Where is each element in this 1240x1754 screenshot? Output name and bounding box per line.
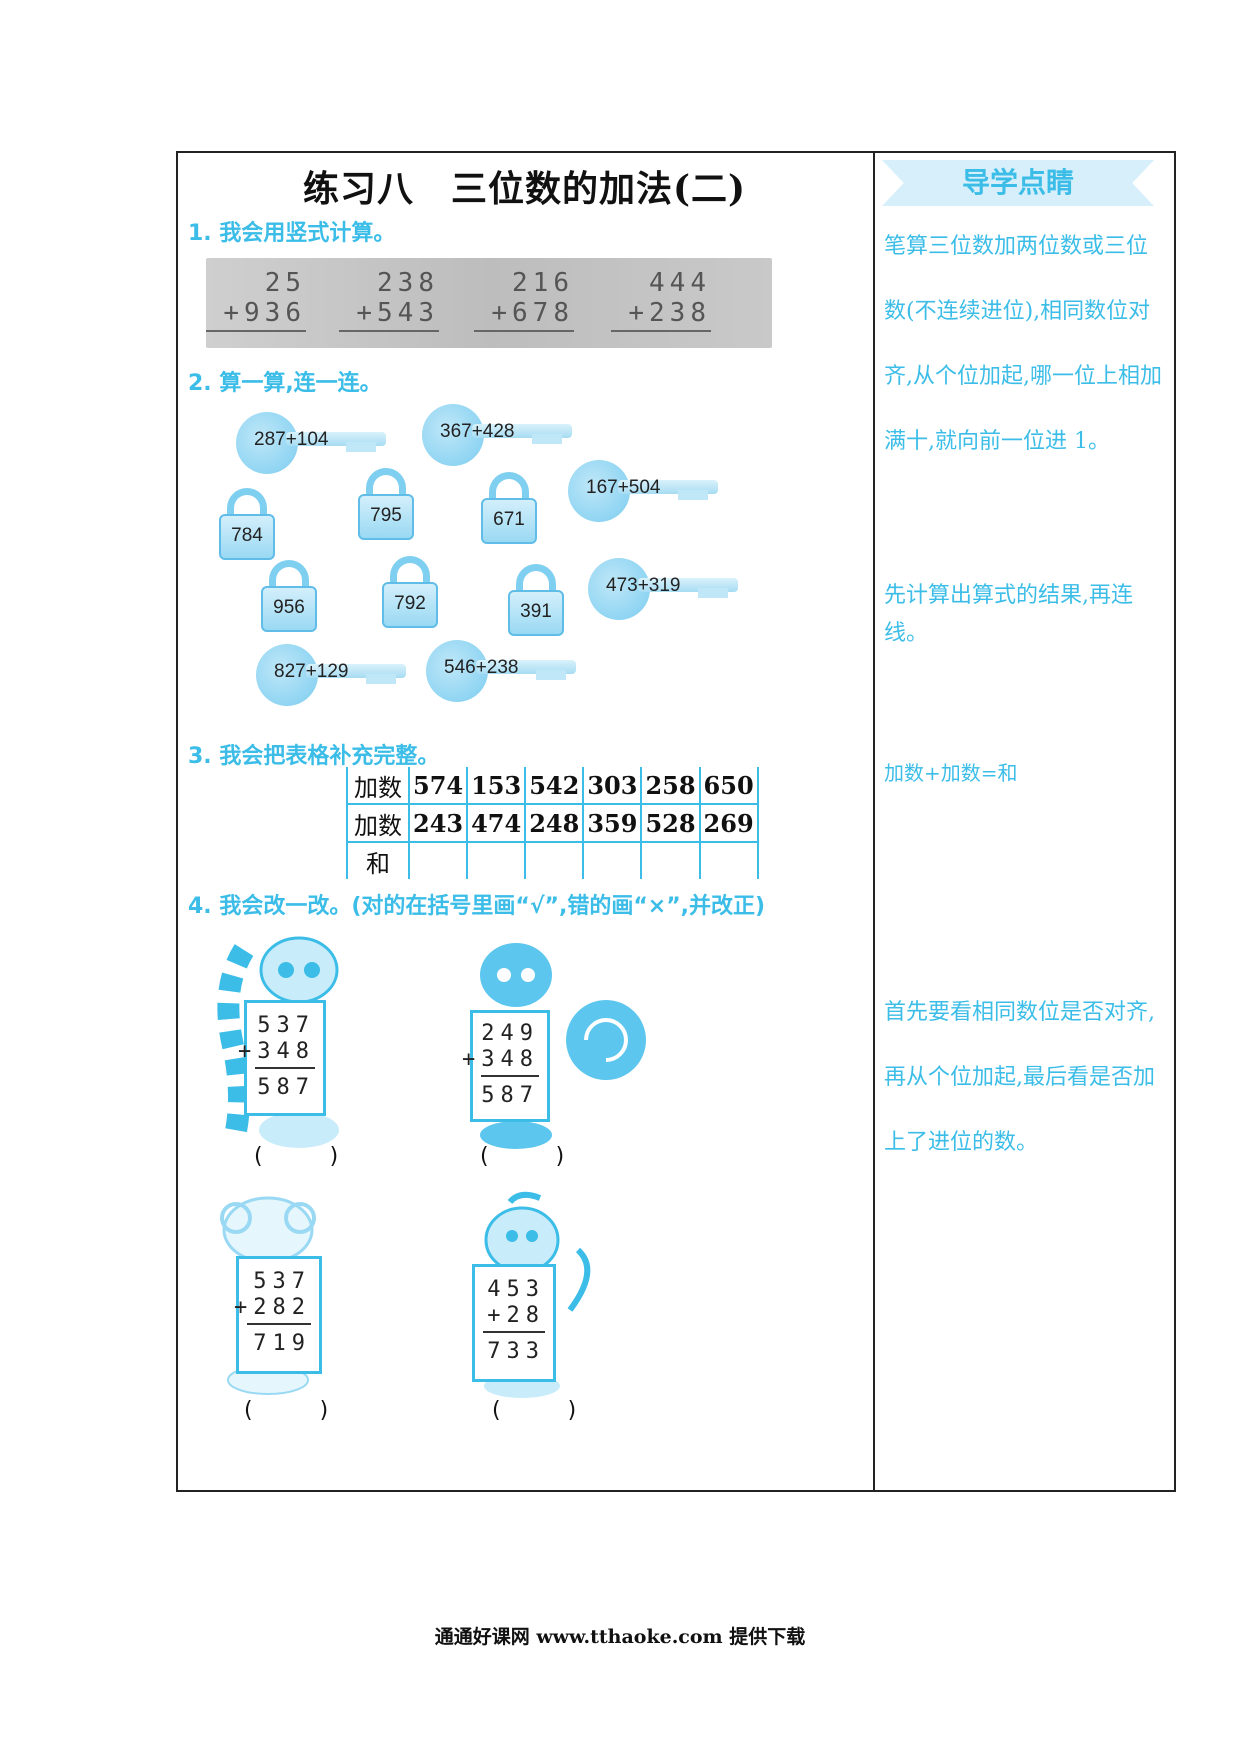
sum-answer-cell[interactable] — [698, 842, 759, 879]
q4-p3-s: 719 — [253, 1331, 311, 1356]
q1-heading: 1. 我会用竖式计算。 — [188, 221, 396, 246]
lock-6-label: 391 — [508, 590, 564, 636]
key-4[interactable]: 473+319 — [588, 558, 738, 620]
tip-banner-title: 导学点睛 — [961, 166, 1074, 199]
q4-p1-a: 537 — [257, 1013, 315, 1038]
key-6[interactable]: 546+238 — [426, 640, 576, 702]
q1-problem-1: 25 +936 — [206, 268, 306, 332]
table-cell: 542 — [524, 767, 584, 805]
table-cell: 258 — [640, 767, 700, 805]
key-2-label: 367+428 — [440, 421, 515, 442]
lock-6[interactable]: 391 — [508, 564, 564, 636]
page-title: 练习八 三位数的加法(二) — [302, 168, 747, 210]
lock-4[interactable]: 956 — [261, 560, 317, 632]
table-cell: 269 — [698, 804, 759, 843]
q4-p3-a: 537 — [253, 1269, 311, 1294]
q1-p1-b: +936 — [206, 298, 306, 332]
q2-heading: 2. 算一算,连一连。 — [188, 371, 382, 396]
sum-answer-cell[interactable] — [407, 842, 468, 879]
sheep-board: 537 +282 719 — [234, 1256, 322, 1374]
key-3-label: 167+504 — [586, 477, 661, 498]
table-row: 和 — [346, 842, 759, 879]
q4-p3-b: +282 — [234, 1295, 311, 1320]
q4-p1-b: +348 — [238, 1039, 315, 1064]
tip-q3: 加数+加数=和 — [884, 761, 1018, 785]
table-cell: 359 — [582, 804, 642, 843]
q1-problem-3: 216 +678 — [474, 268, 574, 332]
tip-q4: 首先要看相同数位是否对齐,再从个位加起,最后看是否加上了进位的数。 — [884, 1000, 1155, 1155]
tip-banner: 导学点睛 — [882, 160, 1154, 206]
addition-table: 加数 574 153 542 303 258 650 加数 243 474 24… — [346, 767, 759, 879]
tip-q1: 笔算三位数加两位数或三位数(不连续进位),相同数位对齐,从个位加起,哪一位上相加… — [884, 234, 1162, 454]
q1-p4-a: 444 — [649, 268, 711, 298]
row-label-addend1: 加数 — [346, 767, 409, 805]
table-row: 加数 243 474 248 359 528 269 — [346, 804, 759, 843]
sum-answer-cell[interactable] — [466, 842, 526, 879]
q1-p2-b: +543 — [339, 298, 439, 332]
column-divider — [873, 151, 875, 1492]
row-label-addend2: 加数 — [346, 804, 409, 843]
lock-4-label: 956 — [261, 586, 317, 632]
raccoon-board: 537 +348 587 — [238, 1000, 326, 1116]
table-cell: 528 — [640, 804, 700, 843]
table-row: 加数 574 153 542 303 258 650 — [346, 767, 759, 805]
q4-p2-answer[interactable]: ( ) — [480, 1144, 595, 1169]
q1-p3-a: 216 — [512, 268, 574, 298]
q4-p2-b: +348 — [462, 1047, 539, 1072]
sum-answer-cell[interactable] — [582, 842, 642, 879]
q1-problem-2: 238 +543 — [339, 268, 439, 332]
lock-5[interactable]: 792 — [382, 556, 438, 628]
key-1[interactable]: 287+104 — [236, 412, 386, 474]
q3-heading: 3. 我会把表格补充完整。 — [188, 744, 440, 769]
q4-p1-s: 587 — [257, 1075, 315, 1100]
row-label-sum: 和 — [346, 842, 409, 879]
q4-p1-answer[interactable]: ( ) — [254, 1144, 369, 1169]
squirrel-illustration — [480, 943, 646, 1149]
squirrel-board: 249 +348 587 — [462, 1010, 550, 1122]
lock-1[interactable]: 784 — [219, 488, 275, 560]
q1-p1-a: 25 — [264, 268, 306, 298]
q1-p4-b: +238 — [611, 298, 711, 332]
table-cell: 243 — [407, 804, 468, 843]
lock-5-label: 792 — [382, 582, 438, 628]
sum-answer-cell[interactable] — [640, 842, 700, 879]
q4-p2-a: 249 — [481, 1021, 539, 1046]
key-5[interactable]: 827+129 — [256, 644, 406, 706]
tip-q2: 先计算出算式的结果,再连线。 — [884, 583, 1133, 646]
q1-p2-a: 238 — [377, 268, 439, 298]
page-footer: 通通好课网 www.tthaoke.com 提供下载 — [434, 1626, 806, 1648]
key-4-label: 473+319 — [606, 575, 681, 596]
worksheet-frame — [176, 151, 1176, 1492]
monkey-board: 453 +28 733 — [472, 1264, 556, 1382]
lock-2-label: 795 — [358, 494, 414, 540]
q4-p4-b: +28 — [487, 1303, 545, 1328]
sum-answer-cell[interactable] — [524, 842, 584, 879]
q1-photo-strip: 25 +936 238 +543 216 +678 444 +238 — [206, 258, 772, 348]
q1-p3-b: +678 — [474, 298, 574, 332]
key-1-label: 287+104 — [254, 429, 329, 450]
q4-p3-answer[interactable]: ( ) — [244, 1398, 359, 1423]
q4-heading: 4. 我会改一改。(对的在括号里画“√”,错的画“×”,并改正) — [188, 894, 766, 919]
lock-3-label: 671 — [481, 498, 537, 544]
table-cell: 248 — [524, 804, 584, 843]
key-3[interactable]: 167+504 — [568, 460, 718, 522]
q1-problem-4: 444 +238 — [611, 268, 711, 332]
raccoon-illustration — [217, 936, 339, 1148]
lock-3[interactable]: 671 — [481, 472, 537, 544]
q4-p4-s: 733 — [487, 1339, 545, 1364]
table-cell: 303 — [582, 767, 642, 805]
q4-p2-s: 587 — [481, 1083, 539, 1108]
lock-1-label: 784 — [219, 514, 275, 560]
key-6-label: 546+238 — [444, 657, 519, 678]
q4-p4-a: 453 — [487, 1277, 545, 1302]
key-2[interactable]: 367+428 — [422, 404, 572, 466]
table-cell: 574 — [407, 767, 468, 805]
key-5-label: 827+129 — [274, 661, 349, 682]
table-cell: 650 — [698, 767, 759, 805]
table-cell: 474 — [466, 804, 526, 843]
table-cell: 153 — [466, 767, 526, 805]
q4-p4-answer[interactable]: ( ) — [492, 1398, 607, 1423]
lock-2[interactable]: 795 — [358, 468, 414, 540]
